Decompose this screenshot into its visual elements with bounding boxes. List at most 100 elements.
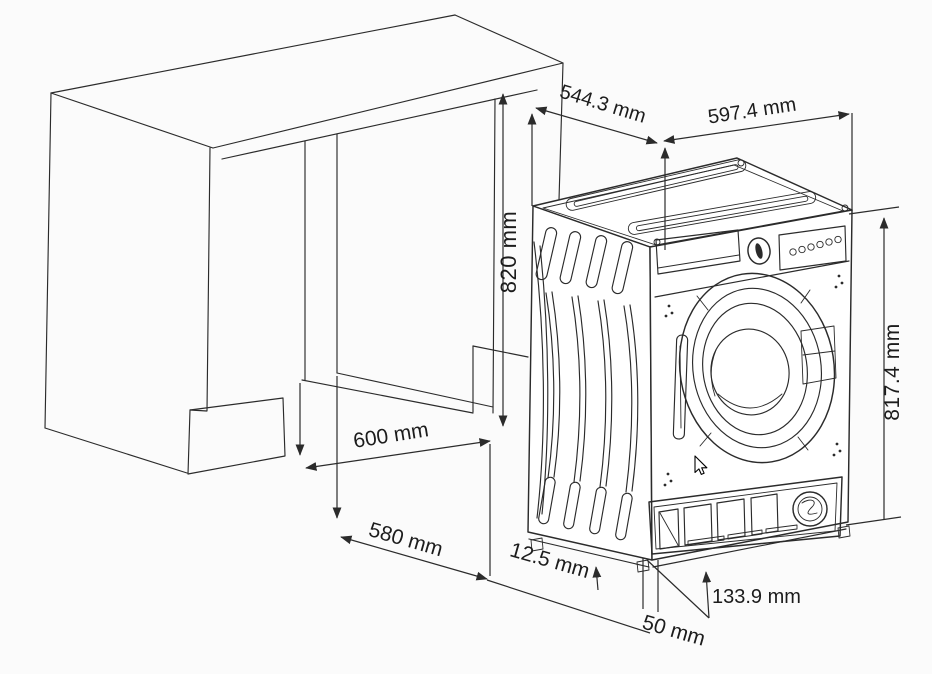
vent-slot <box>589 486 607 535</box>
side-bulge-curve <box>597 300 607 488</box>
kick-panel-outline <box>648 476 843 555</box>
vent-slot <box>538 476 556 525</box>
top-screw-icon <box>737 159 745 167</box>
machine-top-detail <box>542 159 849 246</box>
door-middle-ring <box>691 287 823 449</box>
pump-filter-slot <box>801 499 818 515</box>
machine-foot <box>837 525 851 539</box>
tick-line <box>845 516 902 526</box>
base-band-front <box>652 528 847 568</box>
dimension-820: 820 mm <box>496 93 521 427</box>
door-outer-rim <box>678 272 836 464</box>
cabinet-top-right-edge <box>454 14 564 201</box>
door-ring-spokes <box>696 289 811 451</box>
panel-button-icon <box>789 248 797 256</box>
door-hinge-seam <box>802 350 836 356</box>
cabinet-top-left-edge <box>50 92 214 149</box>
dimension-817-4: 817.4 mm <box>845 206 904 526</box>
pump-filter-cover-inner <box>797 496 823 522</box>
machine-base <box>528 525 851 573</box>
side-bulge-curve <box>539 245 549 515</box>
kick-vent-diagonal <box>659 512 679 546</box>
washing-machine <box>527 157 853 573</box>
dim-label-50: 50 mm <box>640 611 708 651</box>
niche-opening <box>301 98 529 414</box>
vent-slot <box>563 481 581 530</box>
side-bulge-curve <box>603 299 613 487</box>
machine-foot <box>636 559 650 573</box>
vent-slot <box>615 492 633 541</box>
mouse-cursor <box>694 455 708 475</box>
countertop-underside-edge <box>221 89 538 160</box>
panel-button-icon <box>798 245 806 254</box>
tick-line <box>848 206 900 215</box>
kick-vent <box>683 503 713 546</box>
top-screw-icon <box>653 238 661 246</box>
kick-vent <box>658 508 680 550</box>
cabinet-front-left-edge <box>189 147 211 412</box>
cabinet-left-back-edge <box>44 92 52 429</box>
side-bulge-curve <box>629 304 639 492</box>
cabinet-left-bottom-edge <box>44 427 188 474</box>
dim-label-125: 12.5 mm <box>507 538 592 583</box>
side-bulge-curve <box>623 305 633 493</box>
program-dial-knob <box>755 243 763 259</box>
kick-slat <box>765 524 798 534</box>
door-inner-ring <box>702 302 808 436</box>
kick-slat <box>727 529 763 540</box>
plinth-recess <box>187 397 286 475</box>
machine-foot <box>530 537 544 552</box>
dim-label-817: 817.4 mm <box>881 323 904 420</box>
door-hinge-plate <box>800 325 837 385</box>
cursor-arrow-icon <box>694 455 708 475</box>
kick-slat <box>687 535 725 546</box>
control-panel-lower-edge <box>654 260 850 298</box>
cabinet-top-back-edge <box>50 14 456 94</box>
top-groove-rear <box>565 159 747 211</box>
machine-side-panel <box>527 205 653 561</box>
dim-label-820: 820 mm <box>496 211 521 293</box>
dimension-50: 50 mm <box>640 558 708 651</box>
side-bulge-curve <box>545 292 555 479</box>
leader-line <box>646 559 710 619</box>
niche-floor-step-edge <box>472 345 529 358</box>
button-display-panel <box>778 225 847 271</box>
detergent-drawer <box>655 229 741 275</box>
panel-button-icon <box>816 240 824 249</box>
side-bulge-curve <box>551 291 561 478</box>
dim-label-600: 600 mm <box>352 418 431 453</box>
countertop-front-edge <box>212 62 564 149</box>
vent-slot <box>559 231 582 285</box>
kick-vent <box>716 498 746 541</box>
cabinet-outline <box>44 14 564 475</box>
program-dial <box>747 237 771 265</box>
vent-slot <box>585 235 608 289</box>
button-row <box>789 235 842 256</box>
niche-floor-front-edge <box>301 379 474 414</box>
extension-line <box>486 579 651 634</box>
vent-slot <box>611 241 634 295</box>
top-groove-front-inner <box>635 195 809 232</box>
panel-button-icon <box>807 243 815 251</box>
niche-floor-back-edge <box>336 372 494 408</box>
detergent-drawer-lip <box>657 254 740 269</box>
door-glass-reflection <box>710 349 717 397</box>
mounting-marks <box>663 274 844 487</box>
dim-label-1339: 133.9 mm <box>712 586 801 608</box>
panel-button-icon <box>825 238 833 246</box>
niche-right-edge <box>492 98 496 414</box>
top-screw-icon <box>841 204 849 212</box>
panel-button-icon <box>834 235 842 244</box>
dimension-12-5: 12.5 mm <box>507 538 602 591</box>
kick-panel <box>648 476 843 555</box>
door-handle-groove <box>679 345 682 429</box>
top-groove-front <box>627 191 817 235</box>
pump-filter-cover <box>792 491 828 527</box>
door-glass-reflection <box>717 393 783 409</box>
dim-label-544: 544.3 mm <box>557 81 648 128</box>
side-vent-slots <box>533 227 639 541</box>
side-bulge-curve <box>533 241 544 519</box>
dimension-133-9: 133.9 mm <box>646 559 801 619</box>
